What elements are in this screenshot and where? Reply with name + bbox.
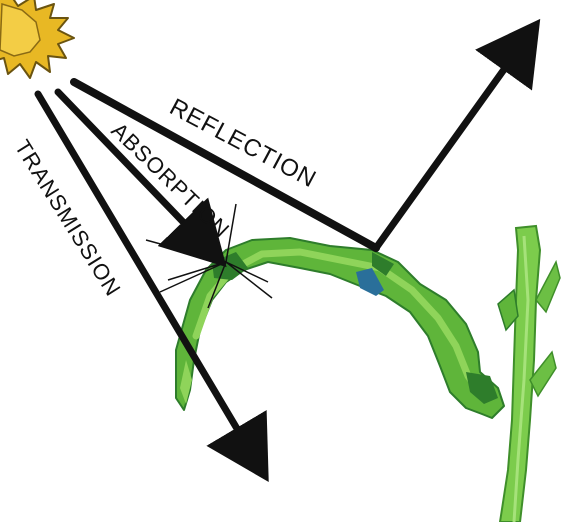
plant-stem — [498, 226, 560, 522]
sun-icon — [0, 0, 74, 78]
